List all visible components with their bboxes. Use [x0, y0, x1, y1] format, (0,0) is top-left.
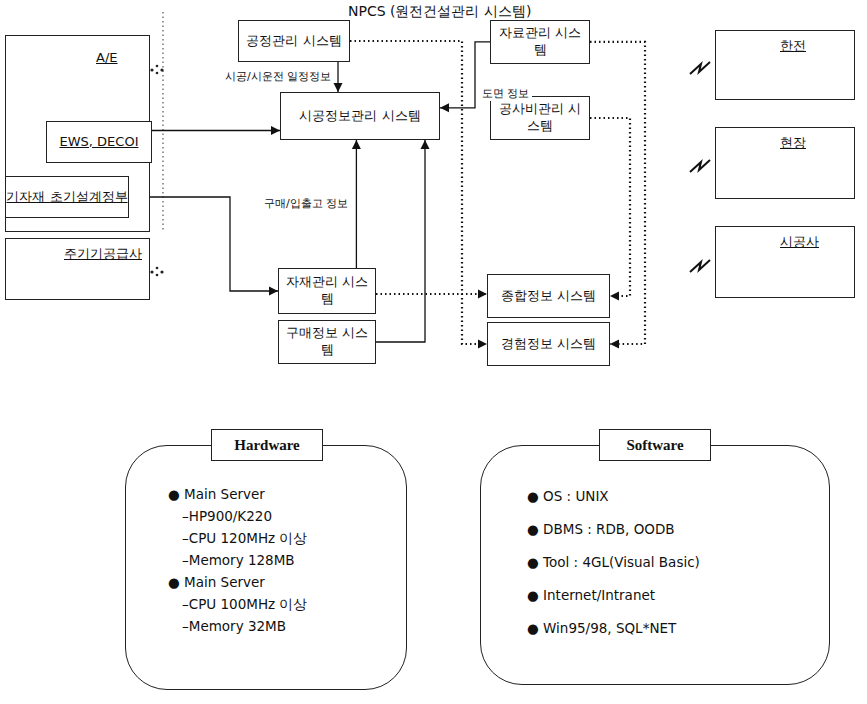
node-label: 공사비관리 시스템 — [497, 101, 583, 135]
arrow-head — [478, 340, 487, 349]
divider-line — [162, 12, 163, 232]
terminal-box: 한전 — [715, 30, 855, 100]
spec-item: –HP900/K220 — [182, 508, 272, 524]
connector-line — [376, 140, 425, 342]
edge-label: 도면 정보 — [480, 87, 532, 101]
spec-item: ● OS : UNIX — [527, 488, 609, 504]
spec-item: –CPU 100MHz 이상 — [182, 596, 307, 614]
arrow-head — [269, 287, 278, 296]
edge-label: 구매/입출고 정보 — [262, 197, 350, 211]
edge-label: 시공/시운전 일정정보 — [223, 70, 333, 84]
spec-item: –Memory 32MB — [182, 618, 286, 634]
spec-item: ● DBMS : RDB, OODB — [527, 521, 675, 537]
arrow-head — [334, 83, 343, 92]
spec-panel: ● OS : UNIX ● DBMS : RDB, OODB ● Tool : 4G… — [480, 445, 830, 685]
arrow-head — [421, 140, 430, 149]
node-label: 주기기공급사 — [64, 245, 142, 263]
connector — [352, 140, 361, 268]
terminal-box: 주기기공급사 — [5, 238, 150, 300]
node-label: 시공정보관리 시스템 — [299, 108, 420, 125]
connector — [376, 290, 487, 299]
arrow-head — [352, 140, 361, 149]
connector — [440, 42, 490, 112]
arrow-head — [610, 292, 619, 301]
system-box: 시공정보관리 시스템 — [280, 92, 440, 140]
system-box: 자재관리 시스템 — [278, 268, 376, 314]
spec-item: –Memory 128MB — [182, 552, 295, 568]
node-label: 종합정보 시스템 — [501, 288, 596, 305]
terminal-box: 현장 — [715, 127, 855, 199]
arrow-head — [478, 290, 487, 299]
connector-line — [356, 140, 357, 268]
node-label: A/E — [96, 50, 118, 65]
spec-item: ● Win95/98, SQL*NET — [527, 620, 676, 636]
spec-item: –CPU 120MHz 이상 — [182, 530, 307, 548]
process-box: 기자재 초기설계정부 — [5, 176, 129, 218]
network-dots — [150, 65, 163, 277]
node-label: 자재관리 시스템 — [285, 274, 369, 308]
node-label: 공정관리 시스템 — [246, 33, 341, 50]
panel-header: Software — [599, 429, 711, 461]
connector — [376, 140, 430, 342]
connector-line — [152, 130, 280, 131]
node-label: 현장 — [780, 134, 806, 152]
terminal-box: 시공사 — [715, 226, 855, 298]
node-label: 경험정보 시스템 — [501, 336, 596, 353]
node-label: EWS, DECOI — [60, 134, 139, 151]
spec-panel: ● Main Server –HP900/K220 –CPU 120MHz 이상 –M… — [125, 445, 407, 690]
connector-line — [590, 118, 630, 296]
system-box: 자료관리 시스템 — [490, 20, 590, 64]
node-label: 기자재 초기설계정부 — [6, 189, 127, 206]
link-lightning — [690, 62, 710, 272]
node-label: Hardware — [234, 437, 300, 454]
connector-line — [376, 293, 487, 295]
connector — [152, 126, 280, 135]
system-box: 경험정보 시스템 — [487, 322, 610, 366]
spec-item: ● Tool : 4GL(Visual Basic) — [527, 554, 700, 570]
connector-line — [129, 197, 278, 291]
node-label: 자료관리 시스템 — [497, 25, 583, 59]
process-box: EWS, DECOI — [46, 121, 152, 163]
connector — [334, 62, 343, 92]
connector — [129, 197, 278, 296]
spec-item: ● Internet/Intranet — [527, 587, 655, 603]
diagram-title: NPCS (원전건설관리 시스템) — [348, 3, 531, 21]
node-label: Software — [626, 437, 683, 454]
node-label: 한전 — [780, 37, 806, 55]
system-box: 종합정보 시스템 — [487, 274, 610, 318]
system-box: 공정관리 시스템 — [238, 20, 350, 62]
panel-header: Hardware — [211, 429, 323, 461]
spec-item: ● Main Server — [168, 486, 265, 502]
node-label: 시공사 — [780, 233, 819, 251]
system-box: 공사비관리 시스템 — [490, 96, 590, 140]
node-label: 구매정보 시스템 — [285, 325, 369, 359]
system-box: 구매정보 시스템 — [278, 320, 376, 364]
source-group: A/E EWS, DECOI 기자재 초기설계정부 — [5, 35, 150, 232]
arrow-head — [271, 126, 280, 135]
arrow-head — [610, 340, 619, 349]
arrow-head — [440, 103, 449, 112]
spec-item: ● Main Server — [168, 574, 265, 590]
